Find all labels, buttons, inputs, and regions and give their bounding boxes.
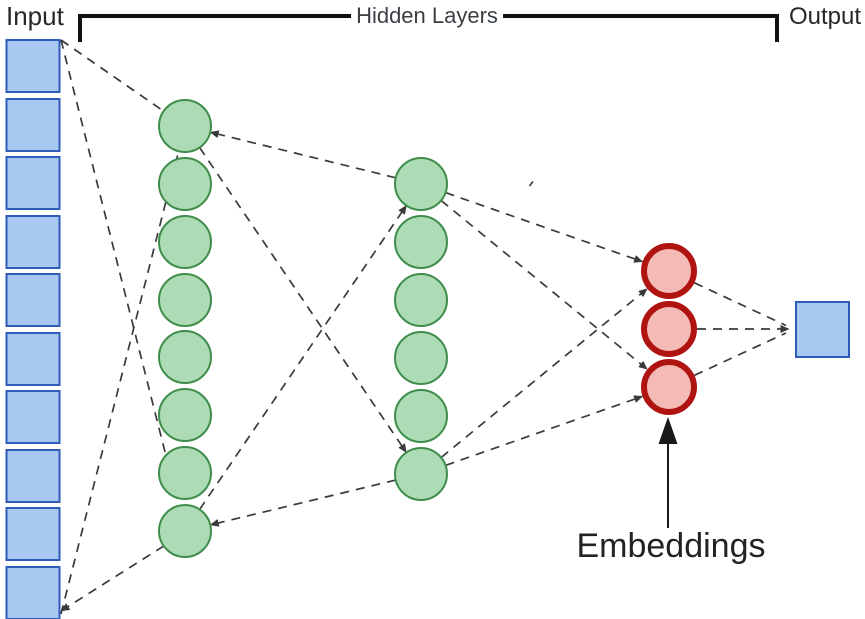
hidden-layers-label: Hidden Layers [351,2,503,30]
hidden-layer-2-node [394,331,448,385]
connector-line [60,39,180,507]
hidden-layer-1-node [158,215,212,269]
connector-line [60,39,165,112]
connector-line [60,151,180,615]
hidden-layer-2-node [394,447,448,501]
embedding-node [641,301,697,357]
connector-line [694,332,787,377]
input-node [5,507,61,561]
hidden-layer-1-node [158,157,212,211]
output-node [795,301,850,358]
hidden-layer-1-node [158,446,212,500]
input-node [5,273,61,327]
connector-line [60,545,165,612]
input-label: Input [6,1,64,31]
stray-mark [528,181,534,187]
connector-line [198,205,408,510]
input-node [5,566,61,619]
input-node [5,156,61,210]
hidden-layer-1-node [158,330,212,384]
input-node [5,98,61,152]
connector-line [209,479,396,527]
hidden-layer-2-node [394,389,448,443]
output-label: Output [789,3,862,30]
input-node [5,449,61,503]
hidden-layer-2-node [394,157,448,211]
connector-line [209,130,397,179]
input-node [5,215,61,269]
embedding-node [641,359,697,415]
connector-line [198,147,408,453]
connector-line [445,191,644,263]
hidden-layer-2-node [394,215,448,269]
embeddings-label: Embeddings [576,527,766,565]
hidden-layer-1-node [158,99,212,153]
connector-line [694,282,787,327]
hidden-layer-1-node [158,273,212,327]
hidden-layer-1-node [158,388,212,442]
hidden-layer-2-node [394,273,448,327]
hidden-layer-1-node [158,504,212,558]
connector-line [440,288,648,459]
embedding-node [641,243,697,299]
input-node [5,390,61,444]
connector-line [440,199,648,370]
connector-line [445,395,644,467]
input-node [5,39,61,93]
input-node [5,332,61,386]
embeddings-arrowhead-icon [658,417,678,444]
